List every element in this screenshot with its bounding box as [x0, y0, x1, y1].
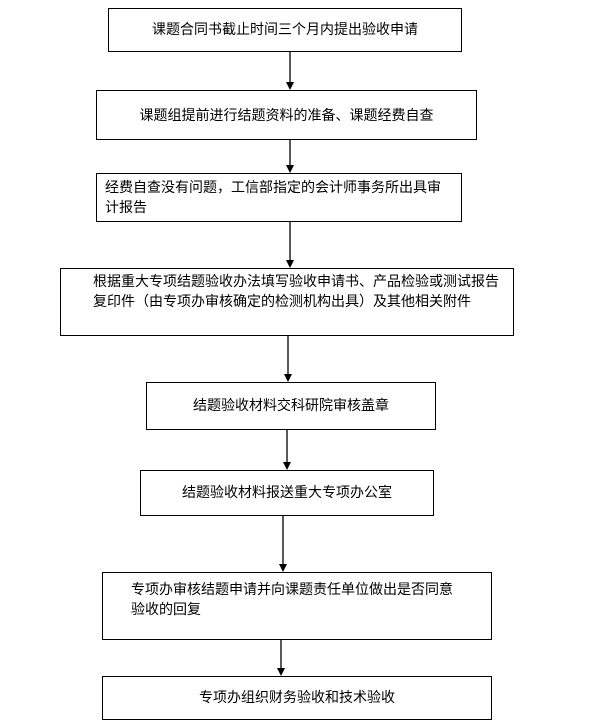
flow-step-5: 结题验收材料交科研院审核盖章: [146, 382, 436, 430]
flow-step-8: 专项办组织财务验收和技术验收: [102, 676, 492, 720]
flow-step-2: 课题组提前进行结题资料的准备、课题经费自查: [96, 90, 477, 140]
flow-step-4-text: 根据重大专项结题验收办法填写验收申请书、产品检验或测试报告复印件（由专项办审核确…: [93, 274, 499, 310]
flow-step-7: 专项办审核结题申请并向课题责任单位做出是否同意验收的回复: [102, 572, 492, 640]
flow-step-6-text: 结题验收材料报送重大专项办公室: [182, 485, 392, 501]
flow-step-8-text: 专项办组织财务验收和技术验收: [199, 690, 395, 706]
flow-step-3-text: 经费自查没有问题，工信部指定的会计师事务所出具审计报告: [105, 180, 441, 216]
flow-step-4: 根据重大专项结题验收办法填写验收申请书、产品检验或测试报告复印件（由专项办审核确…: [60, 268, 514, 336]
flow-step-1: 课题合同书截止时间三个月内提出验收申请: [108, 8, 462, 52]
flow-step-7-text: 专项办审核结题申请并向课题责任单位做出是否同意验收的回复: [131, 582, 453, 618]
flow-step-6: 结题验收材料报送重大专项办公室: [140, 470, 434, 516]
flow-step-2-text: 课题组提前进行结题资料的准备、课题经费自查: [139, 108, 434, 124]
flow-step-1-text: 课题合同书截止时间三个月内提出验收申请: [152, 22, 418, 38]
flow-step-5-text: 结题验收材料交科研院审核盖章: [193, 398, 389, 414]
flow-step-3: 经费自查没有问题，工信部指定的会计师事务所出具审计报告: [96, 173, 462, 222]
